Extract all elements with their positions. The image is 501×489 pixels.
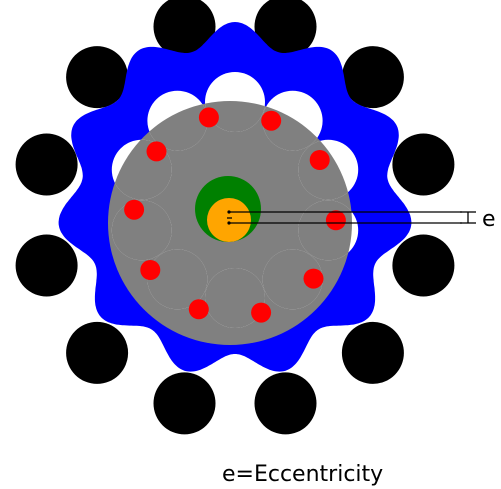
output-pins (124, 107, 346, 323)
outer-pin (341, 321, 404, 384)
eccentricity-indicator (227, 210, 476, 225)
caption: e=Eccentricity (222, 462, 383, 487)
output-pin (188, 299, 209, 320)
outer-pin-ring (15, 0, 455, 435)
outer-pin (153, 0, 216, 58)
eccentricity-label: e (482, 207, 496, 232)
outer-pin (15, 234, 78, 297)
output-pin (140, 260, 161, 280)
outer-pin (15, 133, 78, 196)
eccentric-cam (207, 198, 251, 242)
output-pin (309, 150, 330, 170)
outer-pin (254, 372, 317, 435)
outer-pin (392, 133, 455, 196)
output-pin (261, 110, 282, 131)
outer-pin (66, 46, 129, 109)
outer-pin (66, 321, 129, 384)
outer-pin (392, 234, 455, 297)
output-pin (325, 210, 346, 231)
output-pin (251, 302, 272, 323)
output-pin (146, 141, 167, 162)
output-pin (198, 107, 219, 128)
outer-pin (341, 46, 404, 109)
outer-pin (254, 0, 317, 58)
outer-pin (153, 372, 216, 435)
output-pin (124, 199, 145, 220)
output-pin (303, 268, 324, 289)
